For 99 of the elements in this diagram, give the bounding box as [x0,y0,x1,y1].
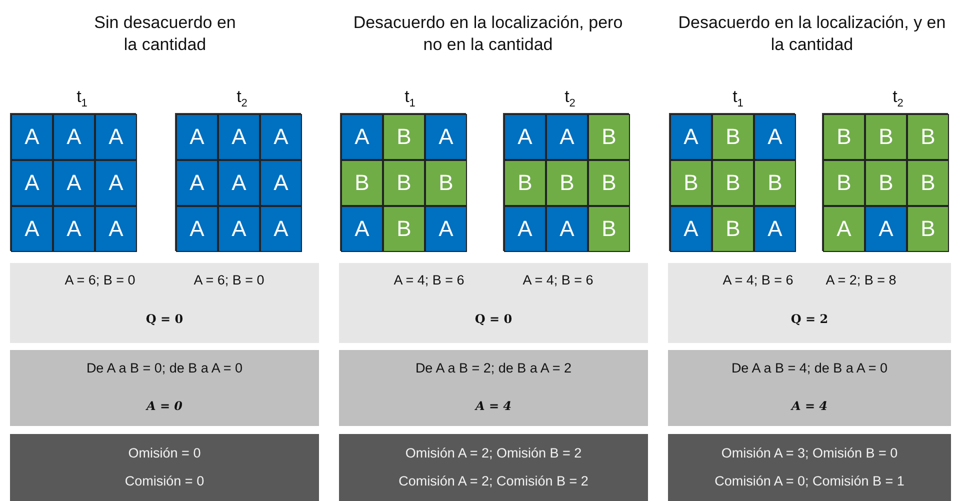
grid-cell: B [907,114,949,160]
grid-cell: B [383,114,425,160]
grid-cell: A [260,114,302,160]
grid-cell: A [670,114,712,160]
grid-cell: A [176,206,218,252]
grid-cell: A [341,114,383,160]
grid-cell: B [865,160,907,206]
grid-cell: B [712,206,754,252]
grid-cell: B [425,160,467,206]
grid-cell: B [754,160,796,206]
grid-cell: A [11,114,53,160]
grid-cell: B [823,160,865,206]
grid-cell: A [11,160,53,206]
grid-cell: A [823,206,865,252]
grid-cell: A [754,206,796,252]
grid-cell: A [425,206,467,252]
grid-cell: B [588,206,630,252]
grid-cell: B [383,160,425,206]
value-text: A = 4; B = 6 [522,272,594,288]
info-panel [339,263,648,343]
value-text: De A a B = 2; de B a A = 2 [415,360,572,376]
grid-cell: B [588,160,630,206]
info-panel [668,434,951,501]
info-panel [339,350,648,426]
value-text: A = 6; B = 0 [194,272,264,288]
grid-cell: A [504,206,546,252]
formula: Q = 0 [146,312,184,326]
grid-cell: A [53,206,95,252]
grid [503,113,629,251]
value-text: De A a B = 4; de B a A = 0 [731,360,888,376]
value-text: Omisión A = 3; Omisión B = 0 [721,446,898,460]
time-label: t$_{2}$ [564,86,576,111]
value-text: A = 2; B = 8 [826,272,896,288]
grid [822,113,948,251]
grid-cell: A [754,114,796,160]
value-text: A = 4; B = 6 [394,272,464,288]
grid-cell: B [383,206,425,252]
formula: A = 0 [146,399,183,413]
time-label: t$_{1}$ [404,86,416,111]
info-panel [10,350,319,426]
grid-cell: B [823,114,865,160]
grid [340,113,466,251]
value-text: Comisión A = 2; Comisión B = 2 [398,474,588,488]
info-panel [10,263,319,343]
grid-cell: A [260,206,302,252]
grid-cell: B [670,160,712,206]
value-text: A = 6; B = 0 [64,272,136,288]
grid-cell: A [176,114,218,160]
formula: Q = 0 [474,312,512,326]
grid-cell: A [95,114,137,160]
grid [175,113,301,251]
grid-cell: B [907,160,949,206]
value-text: A = 4; B = 6 [722,272,794,288]
formula: A = 4 [475,399,512,413]
grid-cell: A [53,160,95,206]
grid-cell: A [95,160,137,206]
grid-cell: B [546,160,588,206]
grid-cell: B [504,160,546,206]
grid-cell: A [218,160,260,206]
formula: Q = 2 [790,312,828,326]
grid-cell: B [341,160,383,206]
info-panel [668,263,951,343]
grid-cell: B [588,114,630,160]
grid-cell: A [218,114,260,160]
grid-cell: A [218,206,260,252]
grid-cell: A [260,160,302,206]
time-label: t$_{2}$ [236,86,248,111]
column-heading: Desacuerdo en la localización, y en la cantidad [677,12,947,56]
info-panel [668,350,951,426]
value-text: Omisión A = 2; Omisión B = 2 [405,446,582,460]
grid-cell: A [95,206,137,252]
grid-cell: A [176,160,218,206]
value-text: Comisión A = 0; Comisión B = 1 [714,474,904,488]
grid-cell: B [865,114,907,160]
value-text: Comisión = 0 [124,474,204,488]
column-heading: Sin desacuerdo en la cantidad [93,12,237,56]
grid-cell: A [670,206,712,252]
grid-cell: A [865,206,907,252]
time-label: t$_{2}$ [892,86,904,111]
grid-cell: B [907,206,949,252]
grid-cell: A [546,114,588,160]
value-text: Omisión = 0 [128,446,201,460]
column-heading: Desacuerdo en la localización, pero no en la cantidad [353,12,623,56]
info-panel [339,434,648,501]
grid [669,113,795,251]
value-text: De A a B = 0; de B a A = 0 [86,360,243,376]
grid-cell: A [341,206,383,252]
grid [10,113,136,251]
grid-cell: A [11,206,53,252]
grid-cell: B [712,160,754,206]
formula: A = 4 [791,399,828,413]
grid-cell: B [712,114,754,160]
grid-cell: A [504,114,546,160]
grid-cell: A [53,114,95,160]
grid-cell: A [546,206,588,252]
info-panel [10,434,319,501]
time-label: t$_{1}$ [76,86,88,111]
time-label: t$_{1}$ [732,86,744,111]
grid-cell: A [425,114,467,160]
